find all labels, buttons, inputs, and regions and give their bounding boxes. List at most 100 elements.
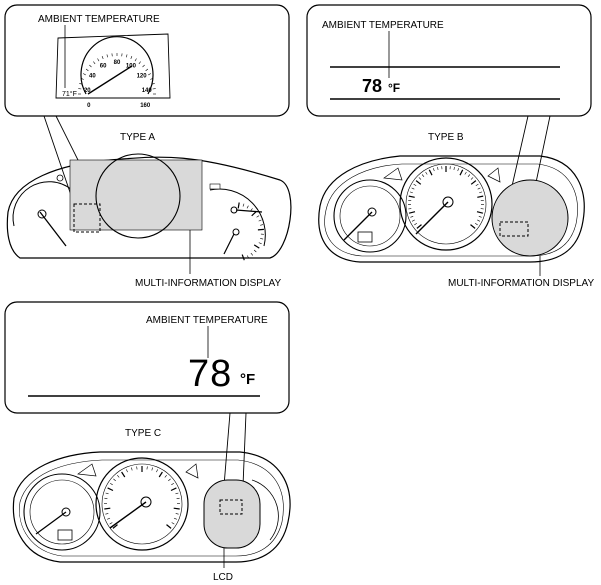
type-b-center-tick-mark bbox=[457, 168, 459, 172]
type-b-center-tick-mark bbox=[470, 224, 476, 229]
type-a-right-tick-mark bbox=[246, 255, 249, 259]
type-b-inner-outline bbox=[324, 163, 578, 257]
type-a-right-tick-mark bbox=[253, 249, 257, 253]
type-b-left-gauge-inner bbox=[339, 185, 401, 247]
type-a-callout-box bbox=[4, 4, 290, 117]
type-b-center-tick-mark bbox=[479, 191, 483, 194]
type-a-gauge-tick-label: 80 bbox=[114, 60, 121, 66]
type-c-left-needle bbox=[35, 511, 67, 535]
type-c-center-tick-mark bbox=[131, 467, 133, 471]
type-c-center-tick-mark bbox=[110, 482, 113, 486]
type-b-center-hub bbox=[442, 196, 454, 208]
type-a-gauge-tick-label: 40 bbox=[89, 74, 96, 80]
type-a-right-tick-mark bbox=[241, 254, 245, 261]
type-c-center-tick-mark bbox=[176, 497, 180, 499]
type-a-left-hub bbox=[37, 209, 47, 219]
type-a-type-label: TYPE A bbox=[120, 132, 155, 143]
type-c-temp-unit: °F bbox=[240, 371, 255, 388]
type-a-cluster-outline bbox=[6, 156, 292, 259]
type-b-center-tick-mark bbox=[475, 223, 478, 226]
type-b-center-tick-mark bbox=[425, 171, 428, 175]
type-a-gauge-tick-label: 140 bbox=[142, 88, 153, 94]
type-a-gauge-tick-mark bbox=[80, 78, 84, 80]
type-b-center-tick-mark bbox=[413, 183, 417, 186]
type-c-left-hub bbox=[61, 507, 71, 517]
type-c-inner-outline bbox=[19, 459, 284, 557]
type-a-gauge-tick-label: 160 bbox=[140, 103, 151, 109]
type-a-gauge-tick-mark bbox=[89, 64, 92, 68]
type-b-center-tick-mark bbox=[477, 219, 481, 222]
type-b-display-label: MULTI-INFORMATION DISPLAY bbox=[448, 278, 594, 289]
type-a-gauge-tick-label: 60 bbox=[100, 64, 107, 70]
type-c-center-tick-mark bbox=[171, 482, 174, 486]
type-a-display-area bbox=[69, 159, 203, 231]
type-a-gauge-tick-label: 20 bbox=[84, 88, 91, 94]
type-c-cluster-outline bbox=[12, 451, 291, 563]
type-a-right-tick-mark bbox=[253, 244, 260, 249]
type-a-ambient-label: AMBIENT TEMPERATURE bbox=[38, 14, 160, 25]
type-b-center-needle bbox=[415, 201, 449, 235]
type-c-center-tick-mark bbox=[107, 487, 114, 492]
type-c-lcd-label: LCD bbox=[213, 572, 233, 583]
type-a-gauge-tick-mark bbox=[79, 83, 83, 85]
type-a-gauge-tick-mark bbox=[83, 73, 86, 76]
type-b-panel: AMBIENT TEMPERATURE 78 °F TYPE B MULTI-I… bbox=[306, 4, 594, 289]
type-a-gauge-tick-mark bbox=[145, 68, 149, 72]
type-c-center-tick-mark bbox=[158, 471, 163, 478]
type-c-center-tick-mark bbox=[156, 469, 158, 473]
type-c-center-gauge-inner bbox=[101, 463, 183, 545]
type-c-center-tick-mark bbox=[112, 524, 118, 529]
type-b-left-hub bbox=[367, 207, 377, 217]
type-a-right-hub-2 bbox=[232, 228, 240, 236]
type-b-center-tick-mark bbox=[478, 216, 482, 218]
type-b-left-needle bbox=[343, 211, 373, 241]
type-a-right-tick-mark bbox=[246, 205, 249, 209]
type-c-left-wing bbox=[77, 463, 97, 477]
type-b-center-tick-mark bbox=[414, 223, 417, 226]
type-b-center-tick-mark bbox=[408, 211, 416, 214]
type-a-right-tick-mark bbox=[260, 224, 264, 226]
type-b-type-label: TYPE B bbox=[428, 132, 464, 143]
type-a-gauge-tick-mark bbox=[134, 58, 137, 62]
type-c-center-tick-mark bbox=[146, 466, 148, 470]
type-a-right-tick-mark bbox=[251, 211, 257, 217]
type-c-center-hub bbox=[140, 496, 152, 508]
type-a-gauge-tick-mark bbox=[138, 61, 141, 65]
type-b-center-tick-mark bbox=[470, 180, 477, 185]
type-b-center-tick-mark bbox=[415, 180, 422, 185]
type-a-left-gauge bbox=[12, 181, 73, 227]
type-b-center-tick-mark bbox=[459, 169, 464, 176]
type-a-right-tick-mark bbox=[257, 228, 264, 231]
type-c-center-tick-mark bbox=[175, 492, 179, 495]
type-c-center-tick-mark bbox=[104, 497, 108, 499]
type-c-center-tick-mark bbox=[173, 517, 177, 520]
type-a-gauge-arc bbox=[80, 36, 154, 95]
type-b-center-tick-mark bbox=[418, 177, 422, 180]
type-a-right-tick-mark bbox=[260, 238, 264, 240]
type-a-display-label: MULTI-INFORMATION DISPLAY bbox=[135, 278, 281, 289]
type-a-right-tick-mark bbox=[250, 252, 254, 256]
type-b-center-tick-mark bbox=[453, 166, 455, 170]
type-c-center-tick-mark bbox=[136, 466, 138, 470]
type-c-center-tick-mark bbox=[175, 513, 179, 515]
type-b-center-tick-mark bbox=[409, 191, 413, 194]
type-c-center-tick-mark bbox=[105, 492, 109, 495]
type-c-center-tick-mark bbox=[117, 475, 120, 478]
type-a-gauge-tick-mark bbox=[148, 73, 151, 76]
type-a-gauge-tick-mark bbox=[101, 55, 104, 60]
type-c-center-tick-mark bbox=[170, 487, 177, 492]
type-a-gauge-ticks: 020406080100120140160 bbox=[78, 53, 156, 109]
type-c-dashed-box bbox=[219, 499, 243, 515]
type-c-type-label: TYPE C bbox=[125, 428, 161, 439]
type-c-center-needle bbox=[109, 501, 147, 529]
type-a-gauge-tick-mark bbox=[106, 54, 108, 58]
type-b-ambient-label: AMBIENT TEMPERATURE bbox=[322, 20, 444, 31]
type-a-panel: AMBIENT TEMPERATURE 02040608010012014016… bbox=[4, 4, 292, 289]
type-a-right-tick-mark bbox=[237, 202, 240, 209]
type-c-center-ticks bbox=[104, 466, 180, 529]
type-c-center-tick-mark bbox=[164, 475, 167, 478]
type-c-temp-value: 78 bbox=[188, 353, 232, 395]
type-a-gauge-tick-label: 0 bbox=[87, 103, 91, 109]
type-b-cluster-outline bbox=[318, 155, 585, 263]
type-c-center-tick-mark bbox=[104, 507, 111, 510]
